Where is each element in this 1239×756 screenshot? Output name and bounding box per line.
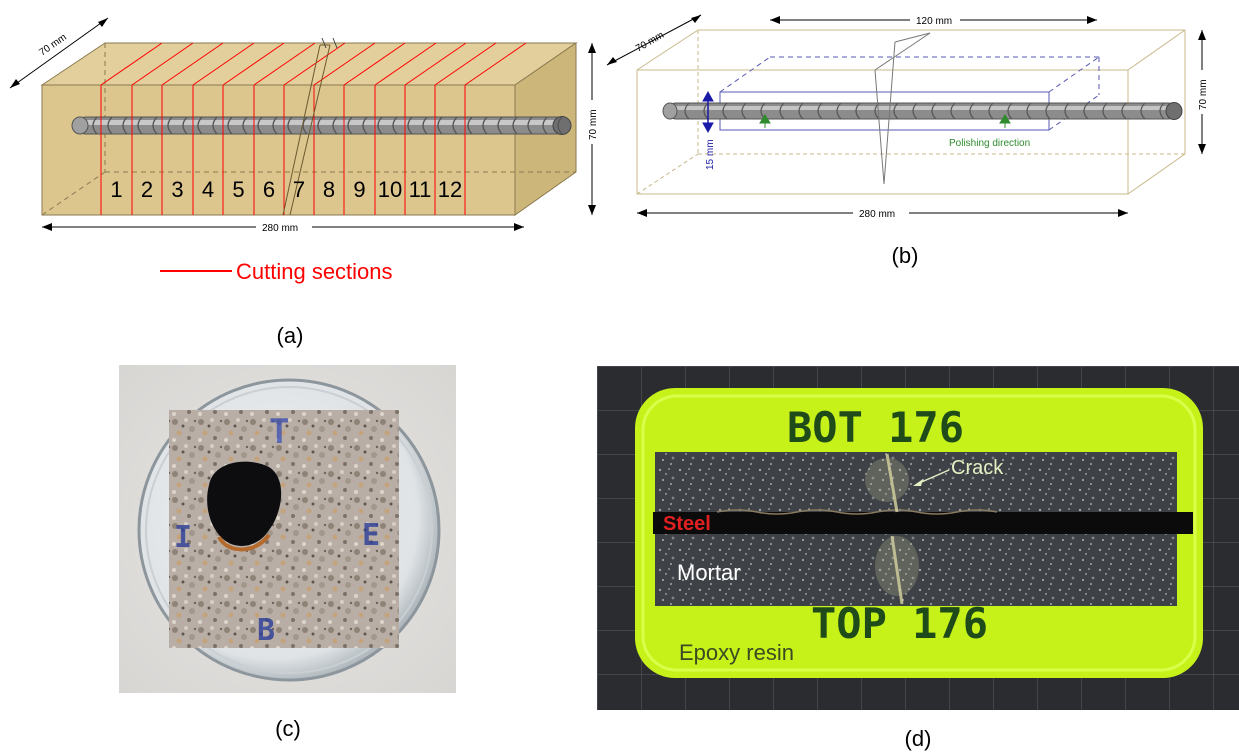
caption-b: (b) <box>891 243 919 268</box>
section-number: 7 <box>293 177 305 202</box>
section-number: 6 <box>263 177 275 202</box>
rebar <box>71 116 572 135</box>
dim-depth-b-label: 70 mm <box>634 30 666 55</box>
section-number: 9 <box>353 177 365 202</box>
cut-line-top <box>464 42 527 86</box>
cut-line-top <box>374 42 437 86</box>
steel-hole <box>207 461 282 546</box>
section-number: 5 <box>232 177 244 202</box>
mark-i: I <box>174 520 192 555</box>
dim-offset-b <box>702 90 714 134</box>
caption-a: (a) <box>276 323 304 348</box>
cut-line-top <box>404 42 467 86</box>
cutting-section-lines <box>100 42 527 215</box>
steel-bar <box>653 512 1193 534</box>
section-number: 3 <box>171 177 183 202</box>
section-number: 11 <box>409 177 432 202</box>
caption-c: (c) <box>275 716 301 741</box>
section-number: 10 <box>378 177 402 202</box>
dim-height-b: 70 mm <box>1195 30 1209 154</box>
label-steel: Steel <box>663 513 711 535</box>
mark-t: T <box>269 412 289 452</box>
dim-length-b-label: 280 mm <box>859 209 895 220</box>
legend-label: Cutting sections <box>236 259 393 284</box>
cut-line-top <box>100 42 163 86</box>
mortar-top <box>655 452 1177 512</box>
cut-line-top <box>343 42 406 86</box>
label-epoxy: Epoxy resin <box>679 640 794 665</box>
mark-e: E <box>362 518 380 553</box>
rebar-b <box>662 102 1183 120</box>
dim-offset-b-label: 15 mm <box>705 139 716 170</box>
section-number: 12 <box>438 177 462 202</box>
section-number: 1 <box>110 177 122 202</box>
photo-c: T I E B <box>119 365 456 693</box>
cut-line-top <box>222 42 285 86</box>
block-front-face <box>41 84 516 216</box>
cut-line-top <box>131 42 194 86</box>
section-number: 8 <box>323 177 335 202</box>
cut-line-top <box>192 42 255 86</box>
caption-d: (d) <box>904 726 932 751</box>
dim-length-b: 280 mm <box>637 206 1128 220</box>
dim-height-a-label: 70 mm <box>588 109 599 140</box>
dim-depth-a-label: 70 mm <box>37 32 68 59</box>
mortar-bottom <box>655 534 1177 606</box>
photo-d: BOT 176 Crack Steel Mortar TOP 176 Epoxy… <box>597 366 1239 710</box>
mortar-section <box>169 410 399 648</box>
cut-line-top <box>434 42 497 86</box>
cut-line-top <box>313 42 376 86</box>
dim-depth-b: 70 mm <box>606 14 702 66</box>
cut-line-top <box>161 42 224 86</box>
label-bot: BOT 176 <box>787 403 964 452</box>
cut-line-top <box>253 42 316 86</box>
label-top: TOP 176 <box>811 599 988 648</box>
dim-length-a-label: 280 mm <box>262 223 298 234</box>
section-number: 4 <box>202 177 214 202</box>
dim-length-a: 280 mm <box>42 220 524 234</box>
polishing-label: Polishing direction <box>949 138 1030 149</box>
polishing-arrows <box>759 114 1011 128</box>
legend: Cutting sections <box>160 259 393 284</box>
crack <box>282 37 338 216</box>
dim-height-a: 70 mm <box>585 43 599 215</box>
dim-top-b-label: 120 mm <box>916 16 952 27</box>
cut-line-top <box>283 42 346 86</box>
dim-top-b: 120 mm <box>770 13 1097 27</box>
panel-b-diagram: Polishing direction 15 mm 70 mm 120 mm 7… <box>606 13 1209 220</box>
mark-b: B <box>257 613 275 648</box>
section-number: 2 <box>141 177 153 202</box>
label-crack: Crack <box>951 457 1004 479</box>
dim-height-b-label: 70 mm <box>1198 79 1209 110</box>
label-mortar: Mortar <box>677 560 741 585</box>
crack-b <box>874 32 931 185</box>
